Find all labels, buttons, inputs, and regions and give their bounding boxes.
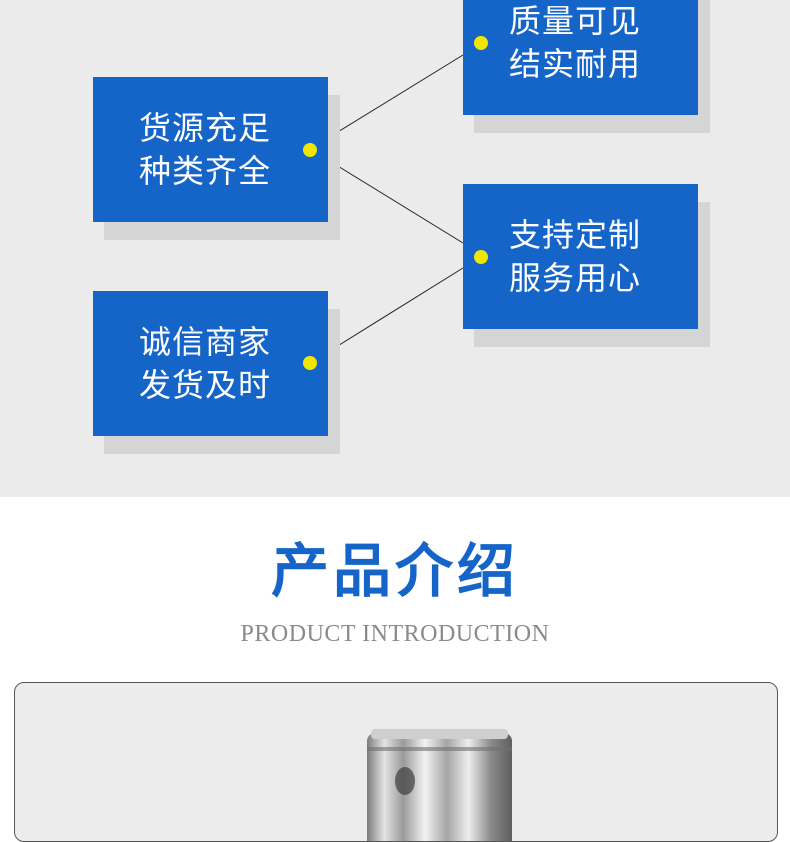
feature-card-supply: 货源充足 种类齐全 xyxy=(93,77,328,222)
feature-line: 发货及时 xyxy=(139,365,272,404)
features-panel: 货源充足 种类齐全 诚信商家 发货及时 质量可见 结实耐用 支持定制 服务用心 xyxy=(0,0,790,497)
feature-card-merchant: 诚信商家 发货及时 xyxy=(93,291,328,436)
feature-line: 货源充足 xyxy=(139,108,272,147)
yellow-dot-icon xyxy=(474,250,488,264)
section-title: 产品介绍 xyxy=(270,537,519,605)
feature-card-custom: 支持定制 服务用心 xyxy=(463,184,698,329)
yellow-dot-icon xyxy=(303,356,317,370)
product-photo xyxy=(367,729,512,841)
feature-line: 质量可见 xyxy=(509,1,642,40)
feature-line: 诚信商家 xyxy=(139,322,272,361)
product-image-frame xyxy=(14,682,778,842)
feature-line: 服务用心 xyxy=(509,258,642,297)
yellow-dot-icon xyxy=(303,143,317,157)
feature-card-quality: 质量可见 结实耐用 xyxy=(463,0,698,115)
connector-line xyxy=(327,159,464,244)
connector-lines xyxy=(327,54,464,353)
feature-line: 结实耐用 xyxy=(509,44,642,83)
feature-line: 支持定制 xyxy=(509,215,642,254)
section-subtitle: PRODUCT INTRODUCTION xyxy=(240,621,550,647)
yellow-dot-icon xyxy=(474,36,488,50)
feature-line: 种类齐全 xyxy=(139,151,272,190)
connector-line xyxy=(327,54,464,139)
connector-line xyxy=(327,267,464,353)
